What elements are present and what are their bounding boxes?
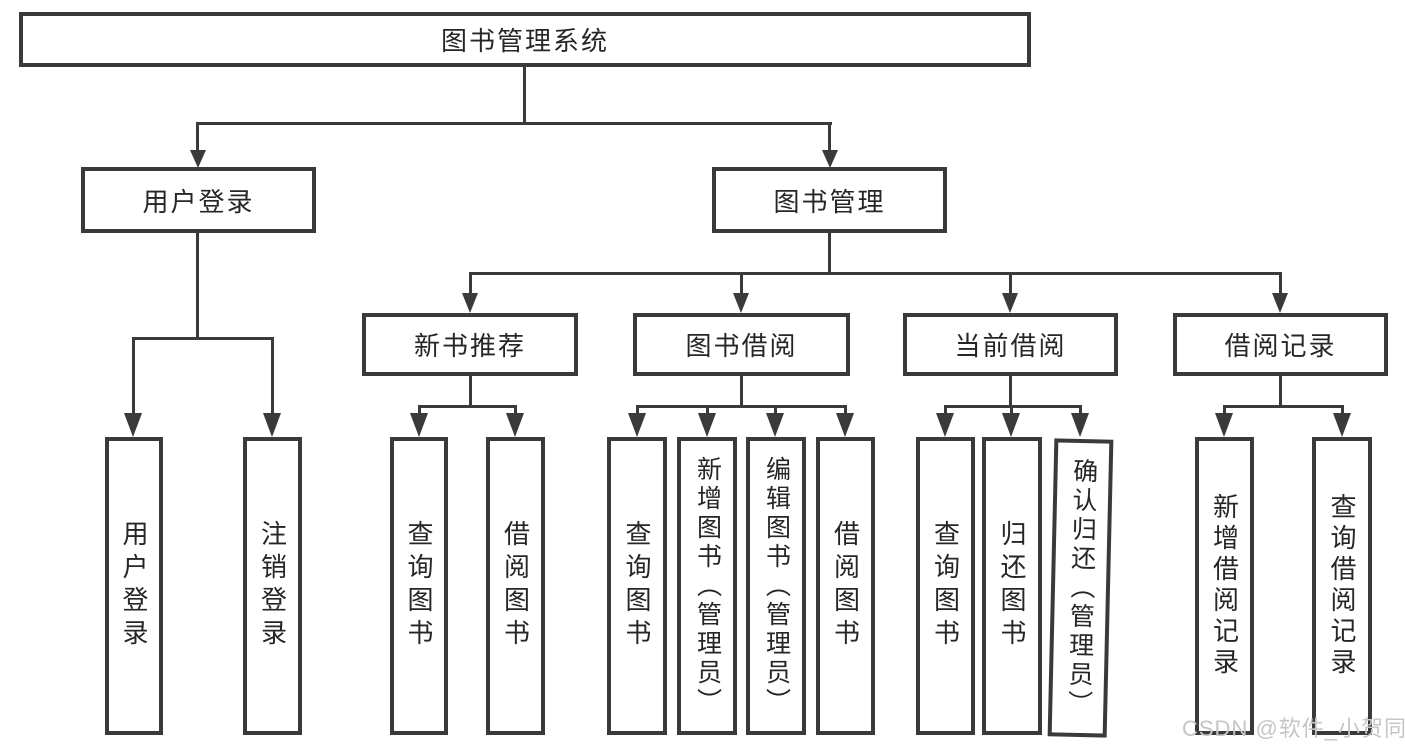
leaf-confirm-return-admin: 确认归还（管理员） [1047, 438, 1114, 738]
arrow-head-icon [1272, 293, 1288, 313]
arrow-stem [774, 405, 777, 417]
leaf-query-books-current: 查询图书 [916, 437, 975, 735]
arrow-head-icon [124, 413, 142, 437]
arrow-head-icon [1215, 413, 1233, 437]
connector-bookborrow-stem [740, 376, 743, 407]
leaf-query-books-borrowing: 查询图书 [607, 437, 667, 735]
leaf-add-borrow-record: 新增借阅记录 [1195, 437, 1254, 735]
arrow-stem [1341, 405, 1344, 417]
arrow-head-icon [822, 150, 838, 168]
connector-bookborrow-hline [636, 405, 846, 408]
arrow-stem [196, 122, 199, 152]
connector-level1-hline [196, 122, 832, 125]
connector-newbook-hline [418, 405, 517, 408]
arrow-head-icon [190, 150, 206, 168]
arrow-stem [1279, 272, 1282, 294]
leaf-add-books-admin: 新增图书（管理员） [677, 437, 737, 735]
arrow-head-icon [506, 413, 524, 437]
arrow-head-icon [1071, 413, 1089, 437]
arrow-stem [418, 405, 421, 417]
arrow-head-icon [733, 293, 749, 313]
leaf-edit-books-admin: 编辑图书（管理员） [746, 437, 806, 735]
arrow-head-icon [936, 413, 954, 437]
arrow-stem [271, 337, 274, 415]
connector-root-stem [523, 67, 526, 123]
arrow-stem [1079, 405, 1082, 417]
arrow-head-icon [628, 413, 646, 437]
node-root-system: 图书管理系统 [19, 12, 1031, 67]
arrow-stem [1009, 272, 1012, 294]
leaf-query-borrow-record: 查询借阅记录 [1312, 437, 1372, 735]
connector-borrowrecord-hline [1223, 405, 1344, 408]
arrow-stem [1223, 405, 1226, 417]
arrow-head-icon [1002, 413, 1020, 437]
arrow-stem [740, 272, 743, 294]
node-new-book-recommend: 新书推荐 [362, 313, 578, 376]
connector-userlogin-hline [132, 337, 274, 340]
node-book-borrowing: 图书借阅 [633, 313, 850, 376]
leaf-borrow-books-borrowing: 借阅图书 [816, 437, 875, 735]
arrow-head-icon [410, 413, 428, 437]
connector-level2-hline [469, 272, 1281, 275]
leaf-user-login: 用户登录 [105, 437, 163, 735]
arrow-head-icon [698, 413, 716, 437]
arrow-stem [514, 405, 517, 417]
arrow-stem [706, 405, 709, 417]
connector-userlogin-stem [196, 233, 199, 339]
arrow-head-icon [462, 293, 478, 313]
arrow-stem [944, 405, 947, 417]
node-book-management: 图书管理 [712, 167, 947, 233]
connector-currentborrow-stem [1009, 376, 1012, 407]
arrow-stem [828, 122, 831, 152]
connector-borrowrecord-stem [1279, 376, 1282, 407]
arrow-stem [469, 272, 472, 294]
connector-currentborrow-hline [944, 405, 1082, 408]
connector-newbook-stem [469, 376, 472, 407]
arrow-stem [132, 337, 135, 415]
arrow-stem [636, 405, 639, 417]
node-current-borrowing: 当前借阅 [903, 313, 1118, 376]
arrow-head-icon [1333, 413, 1351, 437]
node-user-login: 用户登录 [81, 167, 316, 233]
node-borrowing-records: 借阅记录 [1173, 313, 1388, 376]
arrow-stem [844, 405, 847, 417]
leaf-query-books-recommend: 查询图书 [390, 437, 448, 735]
arrow-head-icon [1002, 293, 1018, 313]
leaf-logout: 注销登录 [243, 437, 302, 735]
arrow-head-icon [263, 413, 281, 437]
connector-bookmgmt-stem [828, 233, 831, 274]
arrow-stem [1010, 405, 1013, 417]
arrow-head-icon [766, 413, 784, 437]
leaf-borrow-books-recommend: 借阅图书 [486, 437, 545, 735]
leaf-return-books: 归还图书 [982, 437, 1042, 735]
csdn-watermark: CSDN @软件_小贺同学 [1182, 716, 1405, 741]
arrow-head-icon [836, 413, 854, 437]
